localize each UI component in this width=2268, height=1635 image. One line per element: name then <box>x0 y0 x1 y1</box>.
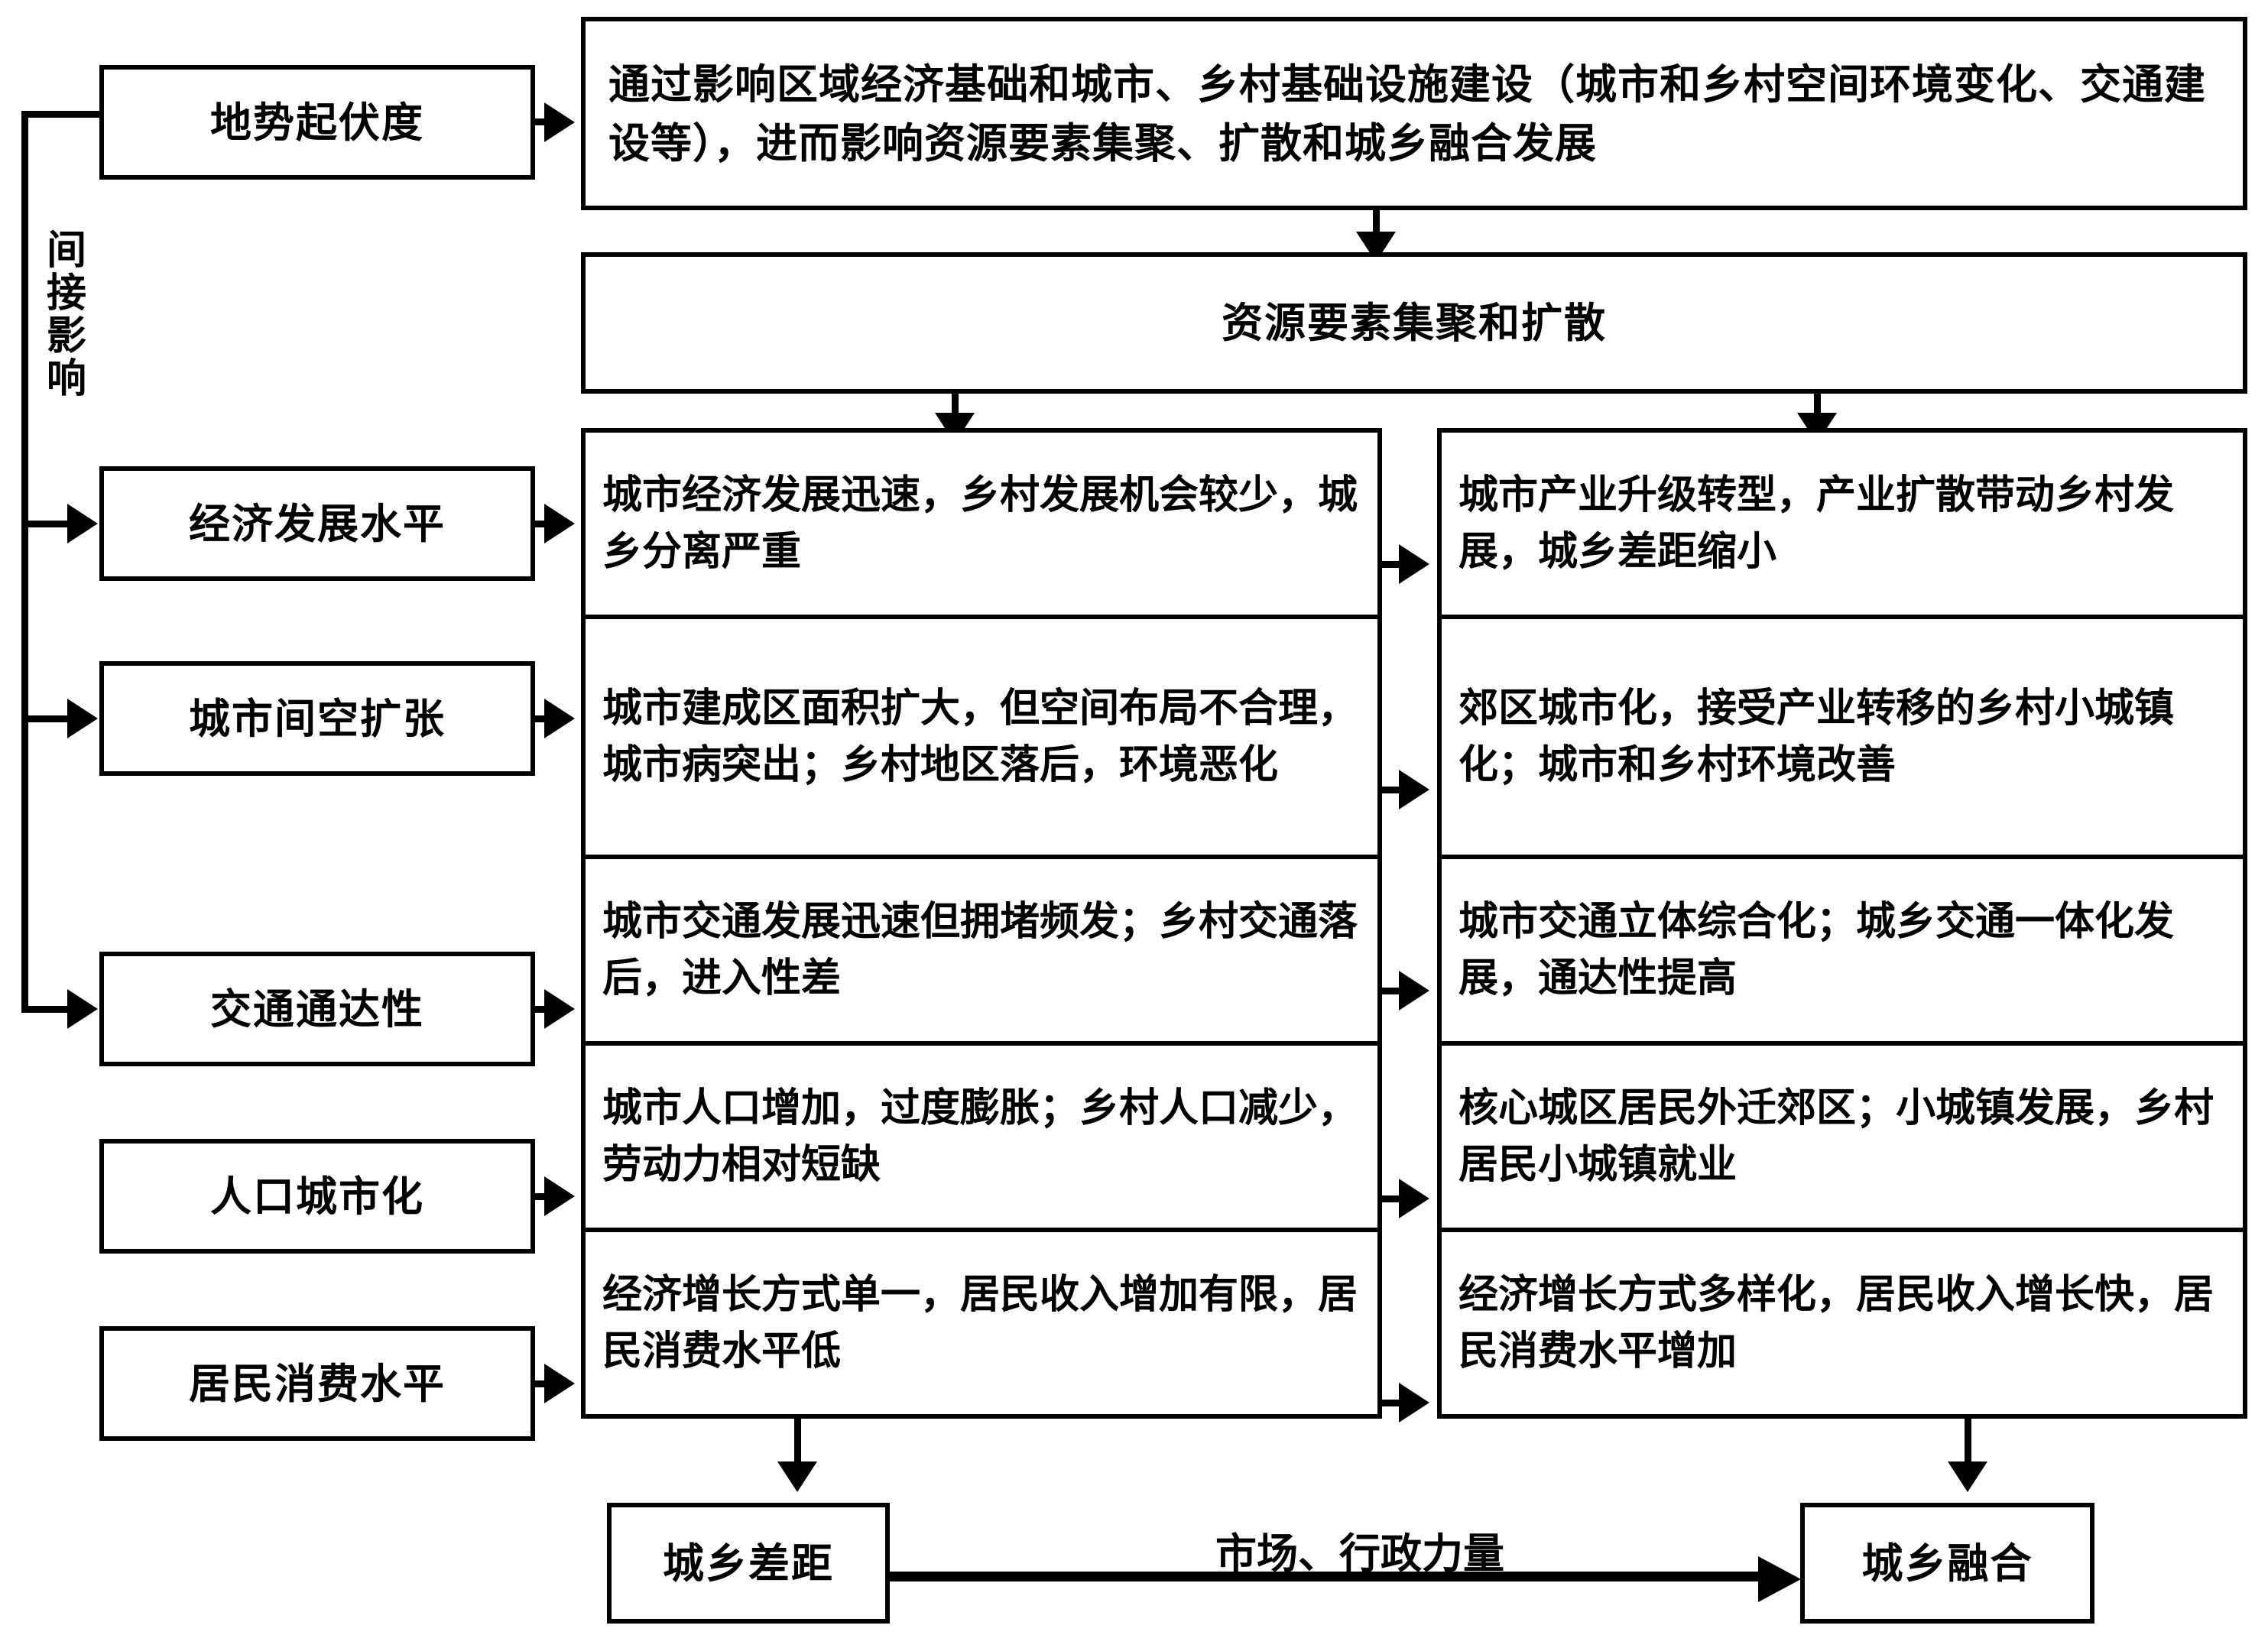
relief-degree-label: 地势起伏度 <box>210 97 424 147</box>
relief-degree-box[interactable]: 地势起伏度 <box>99 65 535 180</box>
stage1-to-stage2-connector-5 <box>1382 1400 1407 1406</box>
outcome-box-urban-rural-gap[interactable]: 城乡差距 <box>607 1503 890 1624</box>
bracket-top-connector <box>21 111 102 118</box>
factor-box-consumption-level[interactable]: 居民消费水平 <box>99 1326 535 1441</box>
factor-label: 城市间空扩张 <box>189 693 446 743</box>
stage-one-text: 城市建成区面积扩大，但空间布局不合理，城市病突出；乡村地区落后，环境恶化 <box>602 685 1358 788</box>
stage-one-text: 经济增长方式单一，居民收入增加有限，居民消费水平低 <box>602 1271 1358 1374</box>
arrow-relief-to-mechanism <box>544 102 575 142</box>
stage-one-text: 城市经济发展迅速，乡村发展机会较少，城乡分离严重 <box>602 472 1358 575</box>
arrow-factor4-to-stage1 <box>544 1176 575 1216</box>
stage2-to-outcome-line <box>1965 1419 1971 1471</box>
indirect-influence-char: 响 <box>46 355 86 403</box>
resource-aggregation-label: 资源要素集聚和扩散 <box>1222 298 1607 348</box>
stage-two-cell-1[interactable]: 城市产业升级转型，产业扩散带动乡村发展，城乡差距缩小 <box>1437 428 2247 619</box>
outcome-right-label: 城乡融合 <box>1861 1538 2033 1588</box>
factor-box-population-urbanization[interactable]: 人口城市化 <box>99 1139 535 1254</box>
bracket-vertical-line <box>21 111 28 1013</box>
indirect-influence-char: 接 <box>46 270 86 317</box>
factor-label: 经济发展水平 <box>189 498 446 548</box>
mechanism-description-box[interactable]: 通过影响区域经济基础和城市、乡村基础设施建设（城市和乡村空间环境变化、交通建设等… <box>581 17 2247 210</box>
arrow-stage1-to-stage2-2 <box>1399 770 1429 809</box>
transition-label: 市场、行政力量 <box>1215 1529 1504 1578</box>
mechanism-description-text: 通过影响区域经济基础和城市、乡村基础设施建设（城市和乡村空间环境变化、交通建设等… <box>608 59 2206 167</box>
stage-one-text: 城市交通发展迅速但拥堵频发；乡村交通落后，进入性差 <box>602 898 1358 1001</box>
bracket-branch-2 <box>21 715 69 722</box>
stage-two-text: 郊区城市化，接受产业转移的乡村小城镇化；城市和乡村环境改善 <box>1458 685 2175 788</box>
factor-box-traffic-accessibility[interactable]: 交通通达性 <box>99 952 535 1066</box>
resource-aggregation-box[interactable]: 资源要素集聚和扩散 <box>581 252 2247 394</box>
indirect-influence-char: 间 <box>46 227 86 274</box>
outcome-box-urban-rural-integration[interactable]: 城乡融合 <box>1800 1503 2094 1624</box>
arrow-gap-to-integration <box>1758 1556 1801 1602</box>
stage-one-cell-2[interactable]: 城市建成区面积扩大，但空间布局不合理，城市病突出；乡村地区落后，环境恶化 <box>581 615 1382 859</box>
stage-two-cell-3[interactable]: 城市交通立体综合化；城乡交通一体化发展，通达性提高 <box>1437 855 2247 1046</box>
stage1-to-stage2-connector-4 <box>1382 1195 1407 1202</box>
arrow-factor3-to-stage1 <box>544 989 575 1029</box>
stage-two-cell-4[interactable]: 核心城区居民外迁郊区；小城镇发展，乡村居民小城镇就业 <box>1437 1041 2247 1232</box>
arrow-stage1-to-stage2-5 <box>1399 1383 1429 1423</box>
stage-two-text: 城市产业升级转型，产业扩散带动乡村发展，城乡差距缩小 <box>1458 472 2175 575</box>
arrow-factor2-to-stage1 <box>544 699 575 738</box>
arrow-stage1-to-stage2-1 <box>1399 544 1429 584</box>
arrow-factor5-to-stage1 <box>544 1364 575 1403</box>
stage-one-cell-4[interactable]: 城市人口增加，过度膨胀；乡村人口减少，劳动力相对短缺 <box>581 1041 1382 1232</box>
stage-one-cell-5[interactable]: 经济增长方式单一，居民收入增加有限，居民消费水平低 <box>581 1228 1382 1419</box>
arrow-stage2-to-integration <box>1948 1461 1987 1492</box>
factor-label: 居民消费水平 <box>189 1358 446 1408</box>
indirect-influence-char: 影 <box>46 313 86 360</box>
arrow-stage1-to-stage2-4 <box>1399 1179 1429 1218</box>
arrow-stage1-to-stage2-3 <box>1399 971 1429 1011</box>
bracket-branch-1 <box>21 521 69 527</box>
indirect-influence-text: 间接影响 <box>40 229 93 401</box>
stage-one-text: 城市人口增加，过度膨胀；乡村人口减少，劳动力相对短缺 <box>602 1085 1358 1188</box>
stage1-to-stage2-connector-2 <box>1382 787 1407 793</box>
arrow-stage1-to-gap <box>777 1461 817 1492</box>
mechanism-to-resource-line <box>1373 210 1380 245</box>
outcome-left-label: 城乡差距 <box>663 1538 834 1588</box>
resource-to-stage-one-line <box>952 394 959 424</box>
arrow-to-urban-expansion <box>67 699 98 738</box>
factor-label: 交通通达性 <box>210 984 424 1033</box>
stage-two-text: 核心城区居民外迁郊区；小城镇发展，乡村居民小城镇就业 <box>1458 1085 2214 1188</box>
stage1-to-stage2-connector-1 <box>1382 561 1407 568</box>
bracket-branch-3 <box>21 1006 69 1013</box>
stage-two-text: 经济增长方式多样化，居民收入增长快，居民消费水平增加 <box>1458 1271 2214 1374</box>
stage-two-cell-5[interactable]: 经济增长方式多样化，居民收入增长快，居民消费水平增加 <box>1437 1228 2247 1419</box>
resource-to-stage-two-line <box>1814 394 1821 424</box>
arrow-factor1-to-stage1 <box>544 504 575 543</box>
arrow-to-economic-level <box>67 504 98 543</box>
factor-box-urban-expansion[interactable]: 城市间空扩张 <box>99 661 535 776</box>
factor-label: 人口城市化 <box>210 1171 424 1221</box>
transition-line <box>890 1572 1769 1581</box>
stage-one-cell-1[interactable]: 城市经济发展迅速，乡村发展机会较少，城乡分离严重 <box>581 428 1382 619</box>
factor-box-economic-level[interactable]: 经济发展水平 <box>99 466 535 581</box>
stage-one-cell-3[interactable]: 城市交通发展迅速但拥堵频发；乡村交通落后，进入性差 <box>581 855 1382 1046</box>
stage1-to-outcome-line <box>794 1419 801 1471</box>
stage-two-cell-2[interactable]: 郊区城市化，接受产业转移的乡村小城镇化；城市和乡村环境改善 <box>1437 615 2247 859</box>
stage-two-text: 城市交通立体综合化；城乡交通一体化发展，通达性提高 <box>1458 898 2175 1001</box>
arrow-to-traffic-access <box>67 989 98 1029</box>
stage1-to-stage2-connector-3 <box>1382 988 1407 994</box>
